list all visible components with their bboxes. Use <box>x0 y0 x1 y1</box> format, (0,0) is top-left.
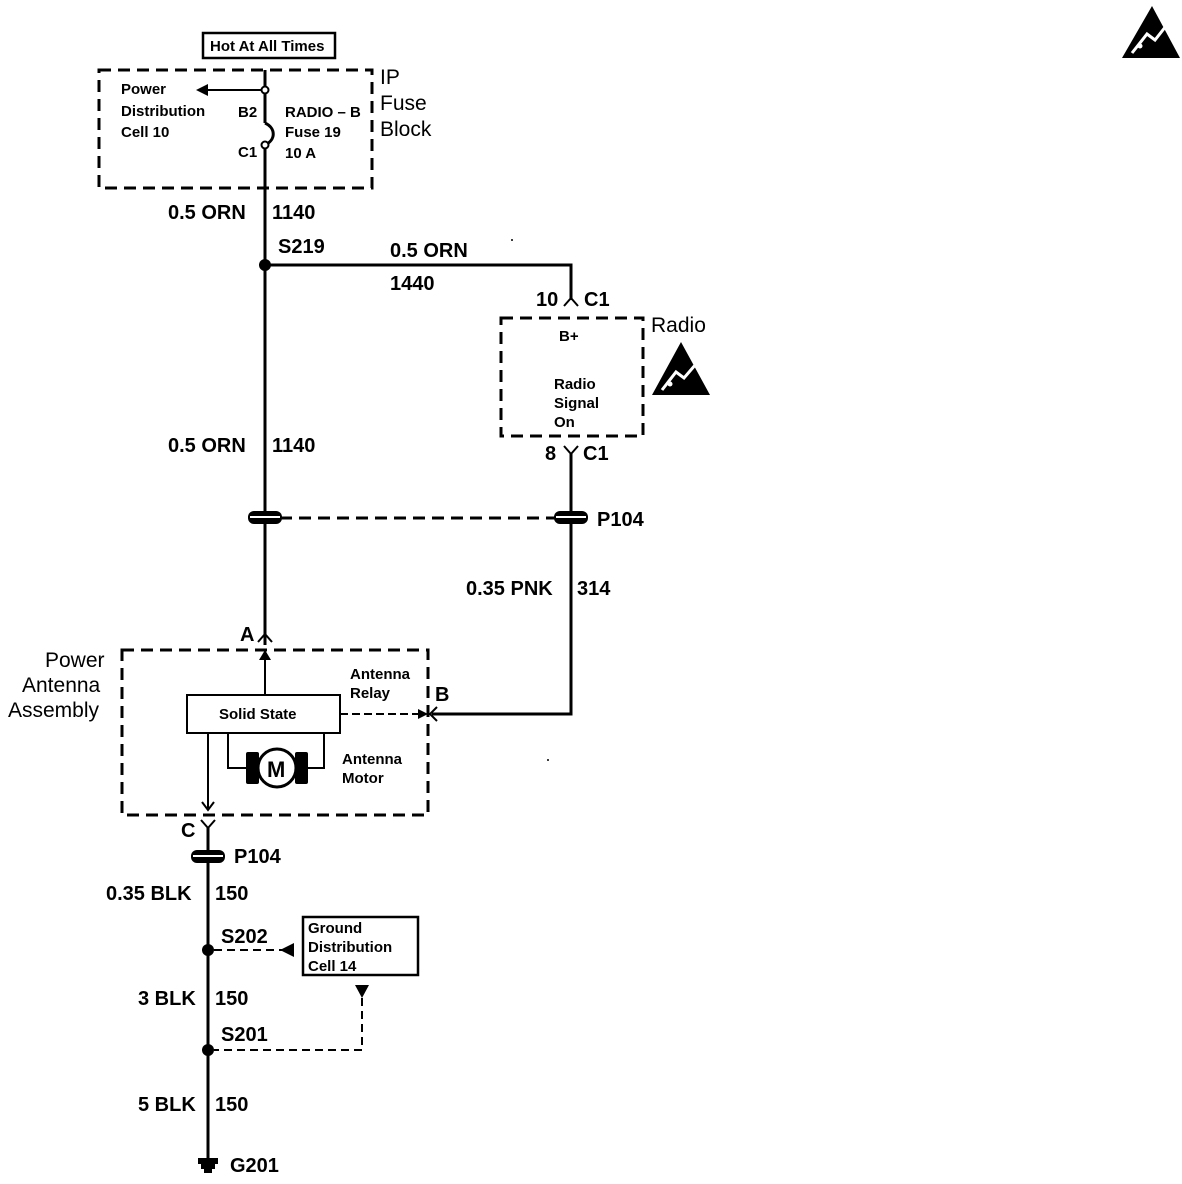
gd-line2: Distribution <box>308 939 392 956</box>
fuse-symbol <box>260 70 275 190</box>
radio-connector-c1-bottom <box>563 445 579 456</box>
fuse-rating: 10 A <box>285 145 316 162</box>
fuse-block-title-2: Fuse <box>380 92 427 115</box>
wire-1140-mid-circuit: 1140 <box>272 435 315 457</box>
s201-dash <box>214 998 363 1051</box>
esd-warning-icon-corner <box>1122 6 1180 58</box>
wire-1140-mid-gauge: 0.5 ORN <box>168 435 246 457</box>
solid-state-label: Solid State <box>219 706 297 723</box>
splice-s202 <box>202 944 214 956</box>
gd-arrow <box>355 985 369 998</box>
speck <box>511 239 513 241</box>
wire-1440-circuit: 1440 <box>390 273 435 295</box>
radio-c1-bottom-pin: 8 <box>545 443 556 465</box>
splice-s201 <box>202 1044 214 1056</box>
antenna-motor-line2: Motor <box>342 770 384 787</box>
wire-1440-gauge: 0.5 ORN <box>390 240 468 262</box>
fuse-number: Fuse 19 <box>285 124 341 141</box>
radio-signal-line3: On <box>554 414 575 431</box>
wire-314 <box>432 454 573 716</box>
wire-150-5-circuit: 150 <box>215 1094 248 1116</box>
antenna-connector-b <box>428 706 438 722</box>
ip-fuse-block: IP Fuse Block Power Distribution Cell 10… <box>97 66 432 190</box>
fuse-name: RADIO – B <box>285 104 361 121</box>
antenna-pin-c: C <box>181 820 195 842</box>
splice-s201-label: S201 <box>221 1024 268 1046</box>
wire-150-3-circuit: 150 <box>215 988 248 1010</box>
pin-c1: C1 <box>238 144 257 161</box>
antenna-relay-line2: Relay <box>350 685 391 702</box>
antenna-title-1: Power <box>45 649 105 672</box>
wire-1140-top-gauge: 0.5 ORN <box>168 202 246 224</box>
speck <box>547 759 549 761</box>
hot-at-all-times-box: Hot At All Times <box>201 31 337 60</box>
ground-symbol-icon <box>198 1158 218 1173</box>
wire-150-035-gauge: 0.35 BLK <box>106 883 192 905</box>
connector-p104-lower: P104 <box>191 846 282 868</box>
p104-lower-label: P104 <box>234 846 282 868</box>
pd-cell-10-line3: Cell 10 <box>121 124 169 141</box>
ground-distribution-cell-14: Ground Distribution Cell 14 <box>301 915 420 977</box>
wire-314-gauge: 0.35 PNK <box>466 578 553 600</box>
s202-arrow <box>280 943 294 957</box>
radio-c1-top-pin: 10 <box>536 289 558 311</box>
antenna-relay-line1: Antenna <box>350 666 411 683</box>
radio-connector-c1-top <box>563 296 579 307</box>
antenna-connector-a <box>257 632 273 643</box>
radio-c1-top-id: C1 <box>584 289 610 311</box>
wire-314-circuit: 314 <box>577 578 611 600</box>
antenna-title-2: Antenna <box>22 674 101 697</box>
fuse-block-title-3: Block <box>380 118 432 141</box>
motor-symbol: M <box>267 757 285 782</box>
splice-s202-label: S202 <box>221 926 268 948</box>
radio-title: Radio <box>651 314 706 337</box>
radio-c1-bottom-id: C1 <box>583 443 609 465</box>
wire-150-5-gauge: 5 BLK <box>138 1094 196 1116</box>
radio-module: Radio B+ Radio Signal On <box>499 314 706 438</box>
antenna-pin-b: B <box>435 684 449 706</box>
antenna-connector-c <box>200 819 216 830</box>
pd-cell-10-line1: Power <box>121 81 166 98</box>
gd-line3: Cell 14 <box>308 958 357 975</box>
fuse-block-title-1: IP <box>380 66 400 89</box>
motor-icon <box>256 747 298 789</box>
wire-1440 <box>265 263 573 300</box>
g201-label: G201 <box>230 1155 279 1177</box>
pin-b2: B2 <box>238 104 257 121</box>
radio-signal-line1: Radio <box>554 376 596 393</box>
p104-upper-label: P104 <box>597 509 645 531</box>
antenna-title-3: Assembly <box>8 699 100 722</box>
antenna-pin-a: A <box>240 624 254 646</box>
hot-at-all-times-label: Hot At All Times <box>210 38 324 55</box>
wire-150-3-gauge: 3 BLK <box>138 988 196 1010</box>
esd-warning-icon <box>652 342 710 395</box>
radio-signal-line2: Signal <box>554 395 599 412</box>
power-antenna-assembly: Power Antenna Assembly Solid State Anten… <box>8 648 430 817</box>
radio-bplus: B+ <box>559 328 579 345</box>
wire-1140-top-circuit: 1140 <box>272 202 315 224</box>
splice-s219-label: S219 <box>278 236 325 258</box>
antenna-motor-line1: Antenna <box>342 751 403 768</box>
gd-line1: Ground <box>308 920 362 937</box>
wire-150-035-circuit: 150 <box>215 883 248 905</box>
pd-cell-10-line2: Distribution <box>121 103 205 120</box>
pd-arrow-head <box>196 84 208 96</box>
connector-p104-upper: P104 <box>248 509 645 531</box>
